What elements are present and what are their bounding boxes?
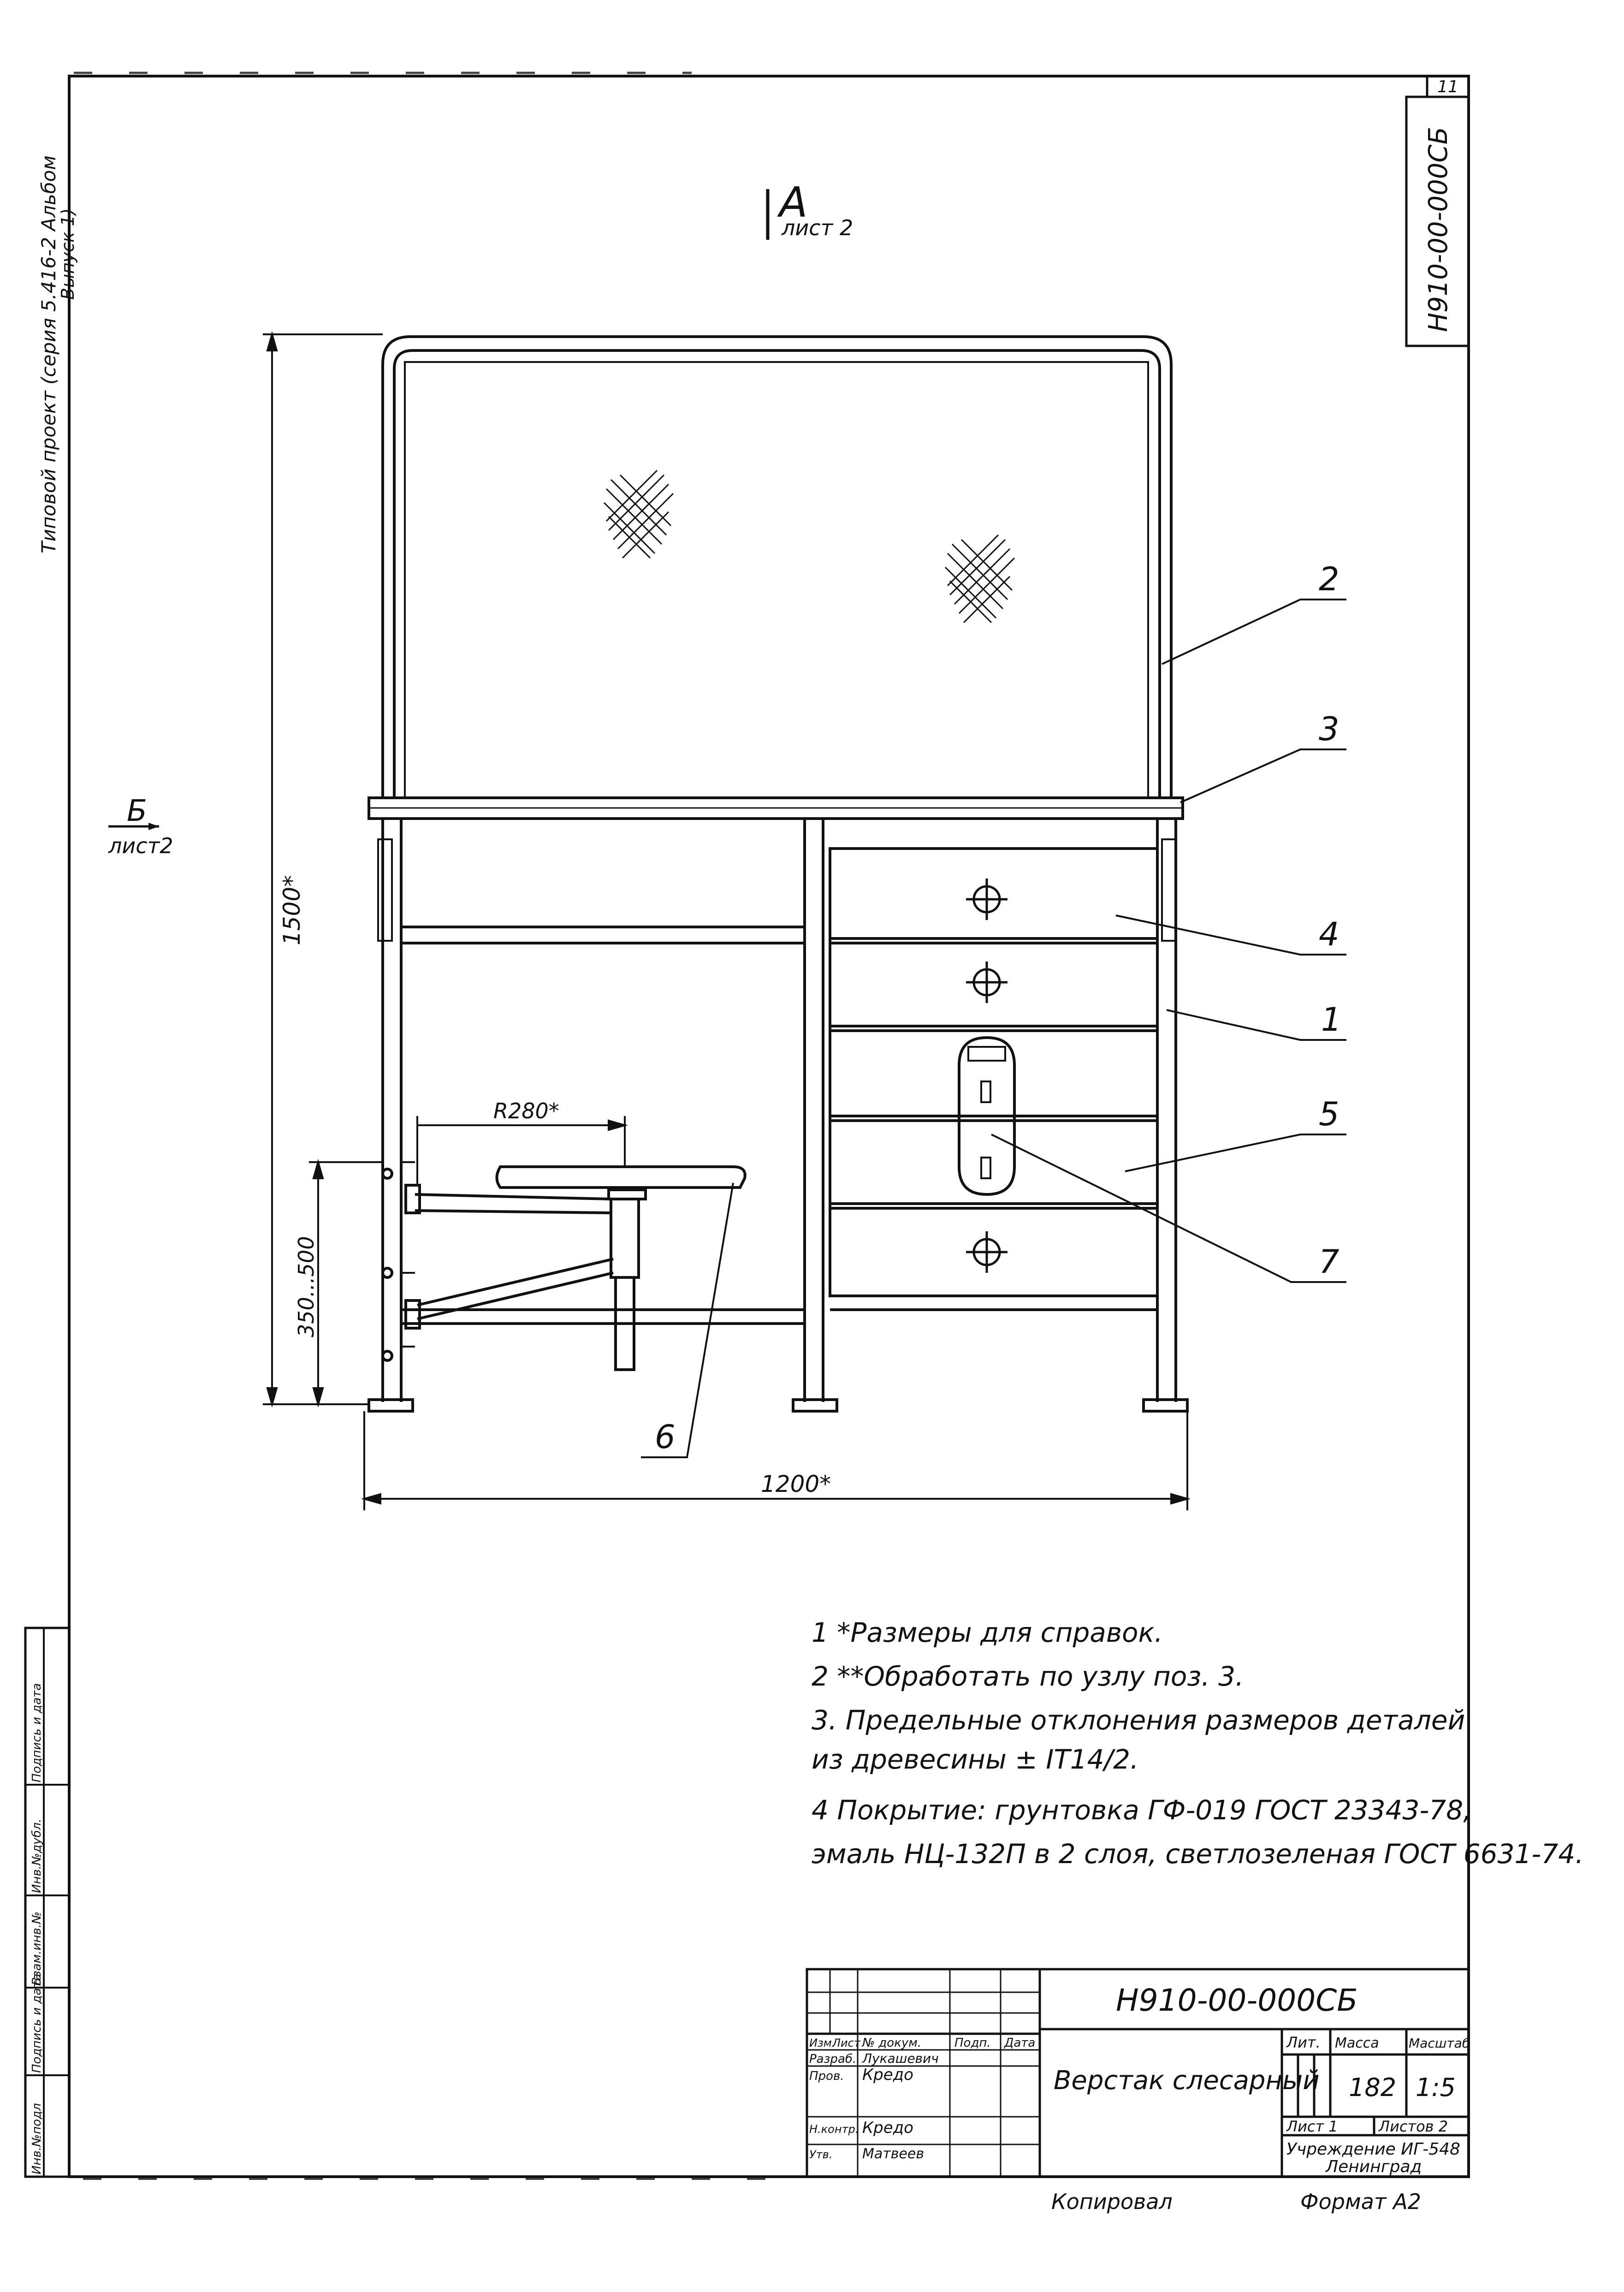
tb-person-1: Лукашевич bbox=[862, 2051, 939, 2066]
title-name: Верстак слесарный bbox=[1054, 2066, 1320, 2096]
mesh-hatch bbox=[603, 469, 1015, 623]
side-designation: Н910-00-000СБ bbox=[1423, 127, 1453, 332]
view-b-letter: Б bbox=[127, 794, 147, 828]
tb-sheets: Листов 2 bbox=[1378, 2118, 1448, 2135]
tb-person-3: Кредо bbox=[862, 2119, 913, 2137]
lock-plate bbox=[958, 1036, 1016, 1196]
tb-sheet: Лист 1 bbox=[1286, 2118, 1338, 2135]
swing-seat bbox=[381, 1161, 747, 1371]
stamp-col-3: Взам.инв.№ bbox=[30, 1912, 44, 1985]
title-designation: Н910-00-000СБ bbox=[1116, 1983, 1358, 2018]
view-a-marker: А лист 2 bbox=[766, 178, 853, 240]
view-a-sheet: лист 2 bbox=[781, 215, 853, 240]
title-block bbox=[806, 1968, 1470, 2178]
callout-5: 5 bbox=[1319, 1095, 1340, 1133]
leader-lines bbox=[641, 599, 1346, 1458]
note-3b: из древесины ± IT14/2. bbox=[812, 1744, 1138, 1775]
tb-scale-label: Масштаб bbox=[1409, 2036, 1470, 2051]
tb-org-1: Учреждение ИГ-548 bbox=[1286, 2140, 1460, 2159]
tb-mass: 182 bbox=[1349, 2073, 1396, 2102]
tb-org-2: Ленинград bbox=[1325, 2157, 1422, 2176]
tb-role-2: Пров. bbox=[809, 2069, 844, 2083]
workbench-drawing bbox=[367, 335, 1189, 1413]
dim-radius: R280* bbox=[493, 1098, 559, 1123]
drawer-cabinet bbox=[829, 847, 1159, 1297]
tb-role-4: Утв. bbox=[809, 2148, 832, 2161]
tb-role-1: Разраб. bbox=[809, 2052, 856, 2066]
callout-3: 3 bbox=[1319, 710, 1340, 748]
drawer-handles bbox=[966, 879, 1008, 1273]
callout-6: 6 bbox=[655, 1418, 676, 1456]
dim-height: 1500* bbox=[279, 875, 305, 945]
tb-person-2: Кредо bbox=[862, 2066, 913, 2084]
tb-role-3: Н.контр. bbox=[809, 2123, 859, 2136]
view-b-sheet: лист2 bbox=[108, 833, 173, 858]
sheet-number: 11 bbox=[1437, 77, 1458, 96]
sheet-frame bbox=[68, 75, 1470, 2178]
stamp-col-1: Инв.№подл bbox=[30, 2103, 44, 2174]
notes-block: 1 *Размеры для справок. 2 **Обработать п… bbox=[812, 1617, 1584, 1870]
tb-head-izm: Изм. bbox=[809, 2037, 835, 2049]
dim-seat-height: 350...500 bbox=[294, 1236, 319, 1337]
note-4: 4 Покрытие: грунтовка ГФ-019 ГОСТ 23343-… bbox=[812, 1794, 1472, 1826]
note-4b: эмаль НЦ-132П в 2 слоя, светлозеленая ГО… bbox=[812, 1838, 1584, 1870]
callout-7: 7 bbox=[1319, 1243, 1340, 1281]
stamp-col-2: Подпись и дата bbox=[30, 1974, 44, 2073]
view-a-letter: А bbox=[777, 178, 808, 227]
tb-head-sign: Подп. bbox=[954, 2036, 991, 2050]
view-b-marker: Б лист2 bbox=[108, 794, 173, 858]
tb-head-doc: № докум. bbox=[861, 2036, 921, 2050]
shield-frame-inner bbox=[393, 349, 1161, 798]
tb-head-date: Дата bbox=[1004, 2036, 1035, 2050]
shield-mesh bbox=[404, 361, 1149, 799]
tb-person-4: Матвеев bbox=[862, 2146, 924, 2162]
dim-width: 1200* bbox=[761, 1471, 831, 1497]
format-label: Формат А2 bbox=[1300, 2189, 1421, 2214]
stamp-col-5: Подпись и дата bbox=[30, 1683, 44, 1782]
left-stamp-column: Инв.№подл Подпись и дата Взам.инв.№ Инв.… bbox=[24, 1627, 71, 2178]
tb-mass-label: Масса bbox=[1335, 2035, 1379, 2051]
stamp-col-4: Инв.№дубл. bbox=[30, 1819, 44, 1893]
note-1: 1 *Размеры для справок. bbox=[812, 1617, 1163, 1648]
callout-2: 2 bbox=[1319, 560, 1340, 598]
tb-head-list: Лист bbox=[832, 2037, 861, 2049]
tb-lit-label: Лит. bbox=[1286, 2034, 1321, 2051]
shield-frame bbox=[381, 335, 1173, 798]
tb-scale: 1:5 bbox=[1416, 2073, 1456, 2102]
left-margin-note: Типовой проект (серия 5.416-2 Альбом bbox=[37, 155, 60, 553]
dimensions bbox=[263, 331, 1191, 1510]
copied-label: Копировал bbox=[1051, 2189, 1173, 2214]
callout-1: 1 bbox=[1321, 1001, 1342, 1039]
note-2: 2 **Обработать по узлу поз. 3. bbox=[812, 1661, 1244, 1692]
side-designation-box bbox=[1405, 95, 1470, 347]
left-margin-note-2: Выпуск 1) bbox=[58, 208, 78, 300]
note-3: 3. Предельные отклонения размеров детале… bbox=[812, 1704, 1465, 1736]
callout-4: 4 bbox=[1319, 915, 1340, 953]
